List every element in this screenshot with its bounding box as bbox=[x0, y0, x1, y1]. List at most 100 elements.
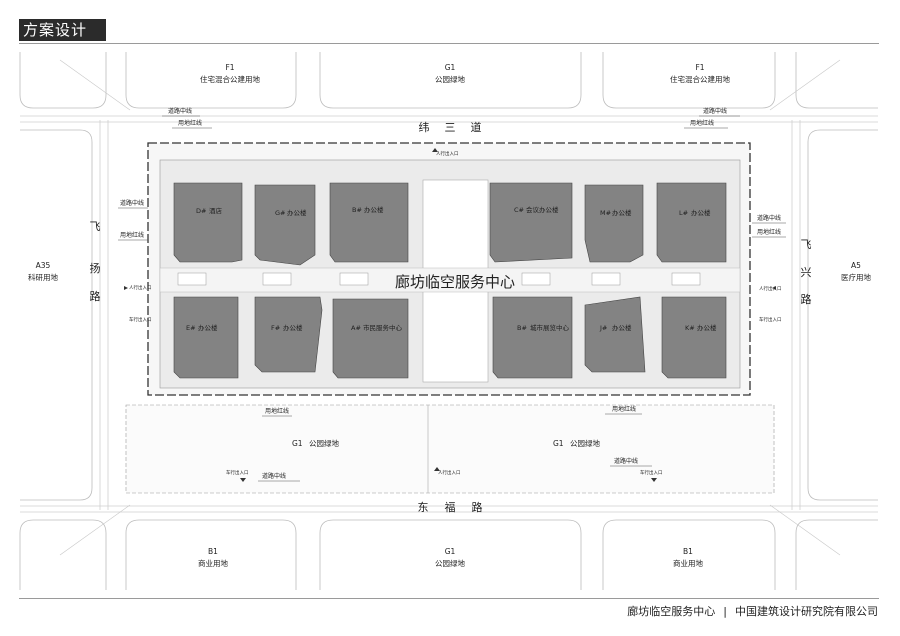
building-G bbox=[254, 184, 316, 266]
building-L bbox=[656, 182, 727, 263]
building-label-name: 办公楼 bbox=[691, 208, 711, 217]
building-label-name: 办公楼 bbox=[283, 323, 303, 332]
building-label-code: C# bbox=[514, 206, 524, 214]
annotation-leaders bbox=[118, 115, 786, 482]
vehicle-entrance-east: 车行出入口 bbox=[759, 316, 782, 323]
annotation-red-line: 用地红线 bbox=[178, 119, 202, 127]
road-east-char-3: 路 bbox=[801, 293, 812, 306]
building-label-name: 城市展览中心 bbox=[530, 323, 570, 332]
entrance-south: 人行出入口 bbox=[438, 469, 461, 476]
footer-project: 廊坊临空服务中心 bbox=[627, 605, 716, 618]
building-A bbox=[332, 298, 409, 379]
park-labels: G1 公园绿地 G1 公园绿地 bbox=[292, 438, 600, 448]
building-D bbox=[173, 182, 243, 263]
park-area bbox=[125, 404, 775, 494]
road-north-char-1: 纬 bbox=[419, 121, 430, 134]
building-labels-south: E# 办公楼 F# 办公楼 A# 市民服务中心 B# 城市展览中心 J# 办公楼… bbox=[186, 323, 717, 332]
building-B-north bbox=[329, 182, 409, 263]
vehicle-entrance-south-left: 车行出入口 bbox=[226, 469, 249, 476]
building-label-code: A# bbox=[351, 324, 361, 332]
vehicle-entrance-west: 车行出入口 bbox=[129, 316, 152, 323]
building-label-name: 酒店 bbox=[209, 206, 223, 215]
building-label-code: D# bbox=[196, 207, 206, 215]
building-J bbox=[584, 296, 646, 373]
road-west-char-3: 路 bbox=[90, 290, 101, 303]
building-K bbox=[661, 296, 727, 379]
parcel-east-use: 医疗用地 bbox=[841, 272, 871, 282]
parcel-south-mid-code: G1 bbox=[445, 547, 456, 556]
building-label-name: 办公楼 bbox=[198, 323, 218, 332]
parcel-north-mid-use: 公园绿地 bbox=[435, 74, 465, 84]
building-label-code: E# bbox=[186, 324, 196, 332]
entrance-triangles bbox=[124, 148, 776, 482]
footer: 廊坊临空服务中心 | 中国建筑设计研究院有限公司 bbox=[627, 603, 878, 619]
parcel-north-left-use: 住宅混合公建用地 bbox=[200, 74, 260, 84]
annotation-red-line: 用地红线 bbox=[690, 119, 714, 127]
building-label-name: 办公楼 bbox=[612, 323, 632, 332]
building-label-code: B# bbox=[517, 324, 527, 332]
footer-rule bbox=[19, 598, 879, 599]
building-label-code: G# bbox=[275, 209, 285, 217]
building-label-code: F# bbox=[271, 324, 280, 332]
footer-company: 中国建筑设计研究院有限公司 bbox=[735, 605, 878, 618]
annotation-red-line: 用地红线 bbox=[757, 228, 781, 236]
building-label-code: L# bbox=[679, 209, 688, 217]
annotation-road-center: 道路中线 bbox=[703, 107, 727, 115]
parcel-south-left-use: 商业用地 bbox=[198, 558, 228, 568]
entrance-north: 人行出入口 bbox=[436, 150, 459, 157]
building-label-code: B# bbox=[352, 206, 362, 214]
road-west-char-2: 扬 bbox=[90, 261, 101, 275]
road-south-char-2: 福 bbox=[445, 500, 456, 514]
parcel-labels: F1 住宅混合公建用地 G1 公园绿地 F1 住宅混合公建用地 A35 科研用地… bbox=[28, 63, 871, 568]
parcel-south-right-use: 商业用地 bbox=[673, 558, 703, 568]
parcel-west-code: A35 bbox=[36, 261, 51, 270]
entrance-east: 人行出入口 bbox=[759, 285, 782, 292]
building-C bbox=[489, 182, 573, 263]
entrance-markers: 人行出入口 人行出入口 人行出入口 人行出入口 车行出入口 车行出入口 车行出入… bbox=[129, 150, 782, 476]
building-M bbox=[584, 184, 644, 263]
building-F bbox=[254, 296, 323, 373]
parcel-north-right-code: F1 bbox=[695, 63, 704, 72]
park-left-code: G1 bbox=[292, 439, 303, 448]
annotation-red-line: 用地红线 bbox=[612, 405, 636, 413]
building-label-code: J# bbox=[599, 324, 607, 332]
road-names: 纬 三 道 东 福 路 飞 扬 路 飞 兴 路 bbox=[90, 120, 812, 514]
vehicle-entrance-south-right: 车行出入口 bbox=[640, 469, 663, 476]
road-north-char-3: 道 bbox=[471, 120, 482, 134]
parcel-north-right-use: 住宅混合公建用地 bbox=[670, 74, 730, 84]
road-south-char-1: 东 bbox=[418, 501, 429, 514]
building-labels-north: D# 酒店 G# 办公楼 B# 办公楼 C# 会议办公楼 M# 办公楼 L# 办… bbox=[196, 205, 711, 217]
buildings-south bbox=[173, 296, 727, 379]
park-right-code: G1 bbox=[553, 439, 564, 448]
building-label-name: 办公楼 bbox=[364, 205, 384, 214]
parcel-north-left-code: F1 bbox=[225, 63, 234, 72]
road-north-char-2: 三 bbox=[445, 121, 456, 134]
annotation-road-center: 道路中线 bbox=[120, 199, 144, 207]
building-label-name: 办公楼 bbox=[612, 208, 632, 217]
road-west-char-1: 飞 bbox=[90, 220, 101, 233]
center-title: 廊坊临空服务中心 bbox=[395, 273, 515, 291]
buildings-north bbox=[173, 182, 727, 266]
road-east-char-1: 飞 bbox=[801, 238, 812, 251]
road-east-char-2: 兴 bbox=[801, 266, 812, 279]
parcel-south-left-code: B1 bbox=[208, 547, 218, 556]
park-left-use: 公园绿地 bbox=[309, 438, 339, 448]
annotation-road-center: 道路中线 bbox=[168, 107, 192, 115]
parcel-west-use: 科研用地 bbox=[28, 272, 58, 282]
park-right-use: 公园绿地 bbox=[570, 438, 600, 448]
diagonal-lines bbox=[59, 59, 841, 556]
building-E bbox=[173, 296, 239, 379]
footer-separator: | bbox=[723, 605, 727, 618]
building-label-code: K# bbox=[685, 324, 695, 332]
annotation-red-line: 用地红线 bbox=[120, 231, 144, 239]
building-label-code: M# bbox=[600, 209, 611, 217]
building-B-south bbox=[492, 296, 573, 379]
annotation-road-center: 道路中线 bbox=[262, 472, 286, 480]
entrance-west: 人行出入口 bbox=[129, 284, 152, 291]
parcel-south-right-code: B1 bbox=[683, 547, 693, 556]
parcel-east-code: A5 bbox=[851, 261, 861, 270]
building-label-name: 市民服务中心 bbox=[363, 323, 403, 332]
central-axis bbox=[159, 267, 741, 293]
parcel-north-mid-code: G1 bbox=[445, 63, 456, 72]
